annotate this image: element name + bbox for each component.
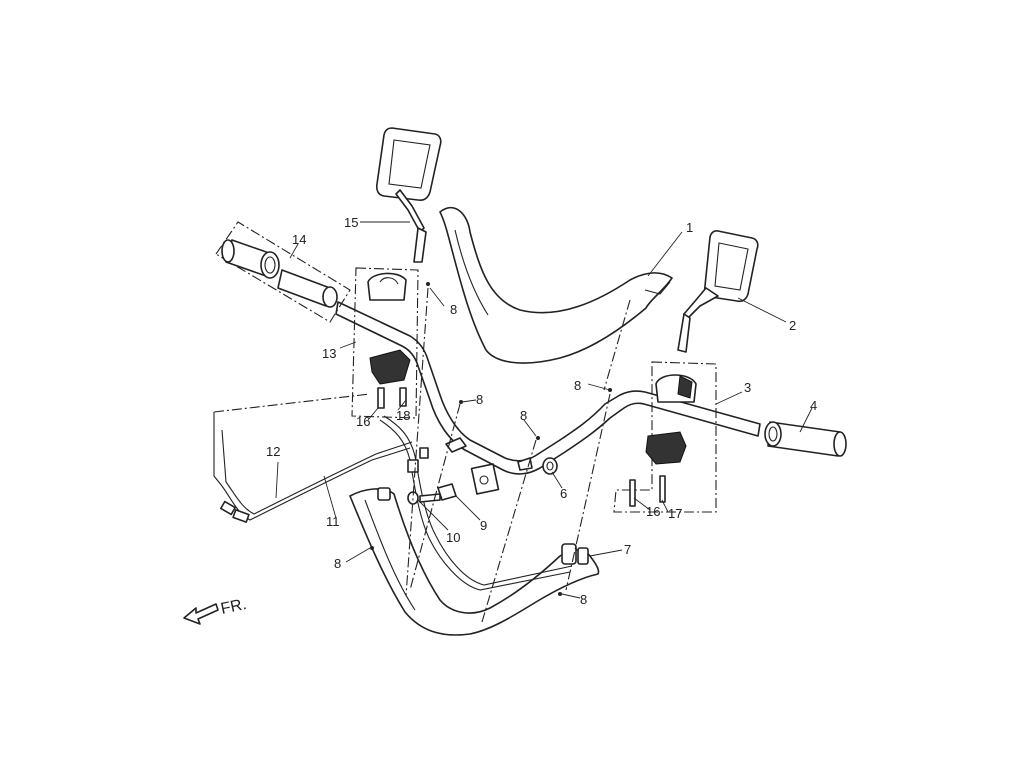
callout-12: 12 <box>266 444 280 459</box>
front-direction-arrow <box>183 603 219 625</box>
callout-7: 7 <box>624 542 631 557</box>
callout-labels: 1 2 3 4 6 7 8 8 8 8 8 8 9 10 11 12 13 14… <box>219 215 817 618</box>
part-right-switch <box>629 374 697 507</box>
callout-1: 1 <box>686 220 693 235</box>
part-lower-cover <box>349 488 600 636</box>
part-left-mirror <box>375 127 442 263</box>
callout-16a: 16 <box>356 414 370 429</box>
callout-14: 14 <box>292 232 306 247</box>
part-small-hardware <box>407 437 558 505</box>
callout-8f: 8 <box>580 592 587 607</box>
callout-8c: 8 <box>476 392 483 407</box>
callout-8d: 8 <box>520 408 527 423</box>
callout-9: 9 <box>480 518 487 533</box>
callout-16b: 16 <box>646 504 660 519</box>
callout-17: 17 <box>668 506 682 521</box>
direction-label: FR. <box>219 596 248 618</box>
part-upper-cover <box>439 206 673 364</box>
callout-3: 3 <box>744 380 751 395</box>
callout-18: 18 <box>396 408 410 423</box>
callout-6: 6 <box>560 486 567 501</box>
part-right-grip <box>764 421 847 457</box>
callout-13: 13 <box>322 346 336 361</box>
part-left-grip <box>221 239 338 308</box>
part-left-switch <box>367 272 411 409</box>
callout-10: 10 <box>446 530 460 545</box>
leader-lines <box>275 221 813 599</box>
part-right-mirror <box>677 230 759 353</box>
callout-2: 2 <box>789 318 796 333</box>
callout-4: 4 <box>810 398 817 413</box>
callout-11: 11 <box>326 514 340 529</box>
callout-15: 15 <box>344 215 358 230</box>
callout-8b: 8 <box>574 378 581 393</box>
callout-8a: 8 <box>450 302 457 317</box>
callout-8e: 8 <box>334 556 341 571</box>
part-handlebar-pipe <box>335 301 761 475</box>
